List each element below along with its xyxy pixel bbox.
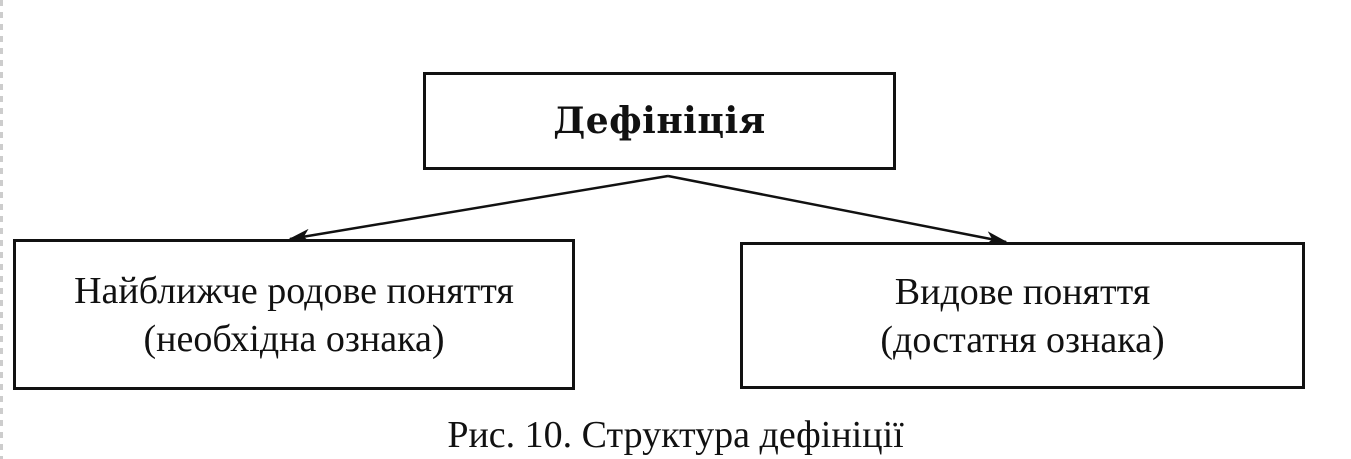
species-concept-node: Видове поняття (достатня ознака) bbox=[740, 242, 1305, 389]
scan-edge-marks bbox=[0, 0, 3, 459]
arrow-to-left-child bbox=[288, 174, 669, 243]
arrow-to-right-child bbox=[667, 174, 1008, 246]
species-concept-title: Видове поняття bbox=[894, 270, 1151, 313]
definition-node-label: Дефініція bbox=[553, 100, 766, 142]
genus-concept-title: Найближче родове поняття bbox=[74, 269, 514, 312]
genus-concept-node: Найближче родове поняття (необхідна озна… bbox=[13, 239, 575, 390]
genus-concept-note: (необхідна ознака) bbox=[143, 317, 445, 360]
figure-caption: Рис. 10. Структура дефініції bbox=[447, 414, 904, 456]
species-concept-note: (достатня ознака) bbox=[880, 318, 1165, 361]
definition-node: Дефініція bbox=[423, 72, 896, 170]
